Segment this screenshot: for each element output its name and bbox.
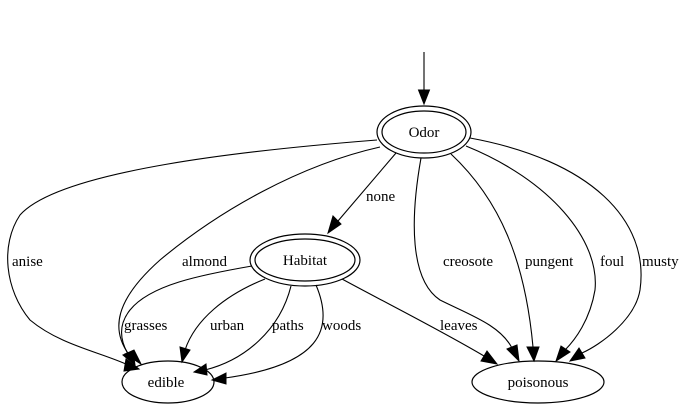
edge-label-pungent: pungent xyxy=(525,254,574,270)
edge-label-urban: urban xyxy=(210,318,245,334)
edge-urban: urban xyxy=(179,278,266,364)
edge-label-none: none xyxy=(366,189,396,205)
root-entry-edge xyxy=(417,52,431,106)
edge-label-woods: woods xyxy=(322,318,361,334)
edge-woods: woods xyxy=(210,284,361,385)
edge-pungent: pungent xyxy=(450,153,574,363)
edge-label-paths: paths xyxy=(272,318,304,334)
edge-creosote: creosote xyxy=(413,157,520,363)
edge-grasses: grasses xyxy=(120,265,253,367)
edge-anise: anise xyxy=(7,139,378,372)
edge-label-creosote: creosote xyxy=(443,254,493,270)
edge-none: none xyxy=(327,152,397,235)
edge-label-musty: musty xyxy=(642,254,679,270)
node-edible-label: edible xyxy=(148,375,185,391)
node-habitat-label: Habitat xyxy=(283,253,328,269)
edge-label-almond: almond xyxy=(182,254,227,270)
edge-label-leaves: leaves xyxy=(440,318,478,334)
edge-label-foul: foul xyxy=(600,254,624,270)
edge-label-anise: anise xyxy=(12,254,43,270)
node-habitat[interactable]: Habitat xyxy=(249,233,361,287)
node-poisonous-label: poisonous xyxy=(508,375,569,391)
node-poisonous[interactable]: poisonous xyxy=(471,360,605,404)
edge-musty: musty xyxy=(469,137,679,362)
edge-foul: foul xyxy=(465,145,624,363)
edge-paths: paths xyxy=(192,285,304,376)
edge-leaves: leaves xyxy=(341,278,499,365)
node-edible[interactable]: edible xyxy=(121,360,215,404)
node-odor[interactable]: Odor xyxy=(376,105,472,159)
edge-label-grasses: grasses xyxy=(124,318,167,334)
node-odor-label: Odor xyxy=(409,125,440,141)
